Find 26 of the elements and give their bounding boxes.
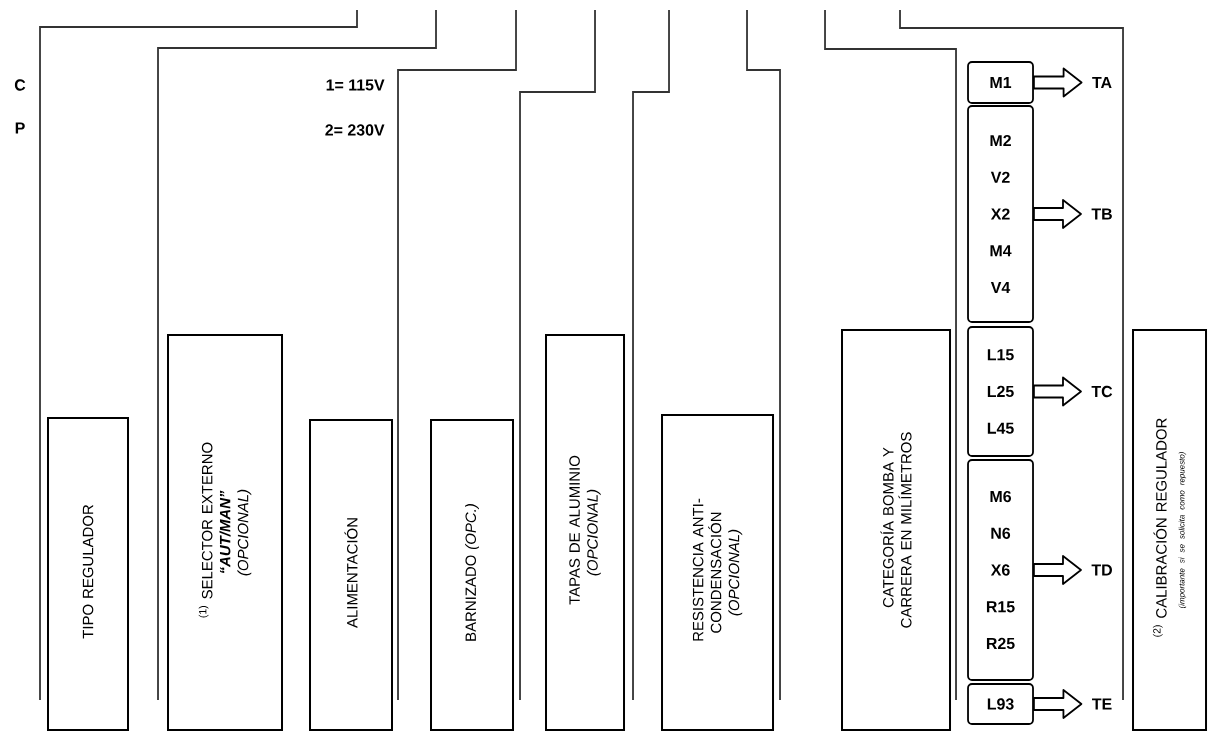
option-label: P <box>15 122 25 134</box>
block-arrow <box>1033 376 1082 407</box>
code-box: M1 <box>967 61 1034 104</box>
code-box: L93 <box>967 683 1034 725</box>
option-label: 2= 230V <box>325 124 385 136</box>
field-box: TAPAS DE ALUMINIO (OPCIONAL) <box>545 334 625 731</box>
code-box: M6 N6 X6 R15 R25 <box>967 459 1034 681</box>
block-arrow <box>1033 689 1083 719</box>
code-label: TD <box>1091 564 1112 576</box>
code-label: TB <box>1091 208 1112 220</box>
field-box: BARNIZADO (OPC.) <box>430 419 514 731</box>
field-box: CATEGORÍA BOMBA Y CARRERA EN MILÍMETROS <box>841 329 951 731</box>
option-label: 1= 115V <box>326 79 385 91</box>
code-box: L15 L25 L45 <box>967 326 1034 457</box>
code-box: M2 V2 X2 M4 V4 <box>967 105 1034 323</box>
field-box: $^{(1)}$ SELECTOR EXTERNO “AUT/MAN” (OPCIONAL) <box>167 334 283 731</box>
option-label: C <box>14 79 26 91</box>
block-arrow <box>1033 555 1082 585</box>
code-label: TE <box>1092 698 1112 710</box>
block-arrow <box>1033 67 1083 98</box>
field-box: TIPO REGULADOR <box>47 417 129 731</box>
code-label: TC <box>1091 385 1113 398</box>
code-label: TA <box>1092 77 1112 88</box>
field-box: ALIMENTACIÓN <box>309 419 393 731</box>
block-arrow <box>1033 199 1082 229</box>
field-box: RESISTENCIA ANTI-CONDENSACIÓN (OPCIONAL) <box>661 414 774 731</box>
